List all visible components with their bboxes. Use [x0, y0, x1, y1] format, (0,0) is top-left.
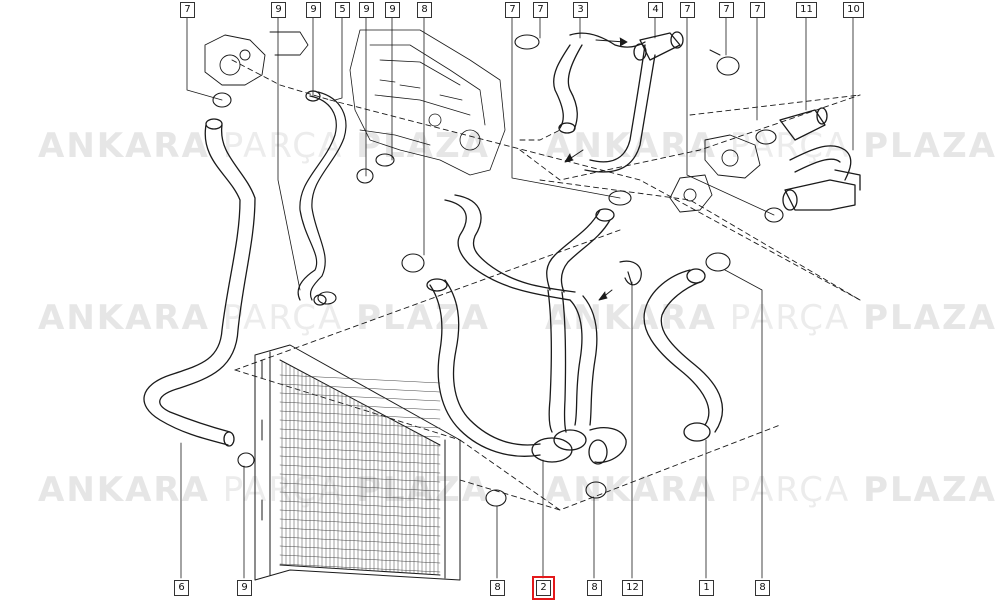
- clip-12: [619, 260, 642, 286]
- callout-top-7e[interactable]: 7: [719, 2, 734, 18]
- callout-top-4[interactable]: 4: [648, 2, 663, 18]
- callout-top-9a[interactable]: 9: [271, 2, 286, 18]
- hose-3: [553, 32, 656, 173]
- hose-2-assembly: [426, 194, 627, 465]
- callout-top-9c[interactable]: 9: [359, 2, 374, 18]
- hose-5: [297, 90, 347, 306]
- hose-6: [143, 118, 256, 447]
- callout-top-7f[interactable]: 7: [750, 2, 765, 18]
- water-outlet: [669, 134, 761, 213]
- callout-top-10[interactable]: 10: [843, 2, 864, 18]
- guide-lines: [231, 59, 861, 511]
- callout-top-11[interactable]: 11: [796, 2, 817, 18]
- engine-block: [349, 29, 506, 176]
- thermostat-housing: [204, 31, 309, 86]
- callout-top-3[interactable]: 3: [573, 2, 588, 18]
- hose-10-11: [779, 107, 861, 211]
- callout-bottom-8c[interactable]: 8: [755, 580, 770, 596]
- callout-top-7d[interactable]: 7: [680, 2, 695, 18]
- watermark-row-3b: ANKARA PARÇA PLAZA: [545, 470, 997, 510]
- callout-top-5[interactable]: 5: [335, 2, 350, 18]
- callout-bottom-6[interactable]: 6: [174, 580, 189, 596]
- callout-top-7b[interactable]: 7: [505, 2, 520, 18]
- hose-1: [643, 268, 724, 442]
- radiator-core: [279, 361, 441, 575]
- callout-top-7c[interactable]: 7: [533, 2, 548, 18]
- leader-lines: [180, 15, 854, 579]
- callout-bottom-12[interactable]: 12: [622, 580, 643, 596]
- callout-top-8[interactable]: 8: [417, 2, 432, 18]
- direction-arrows: [564, 37, 721, 301]
- callout-bottom-1[interactable]: 1: [699, 580, 714, 596]
- callout-top-7a[interactable]: 7: [180, 2, 195, 18]
- callout-top-9d[interactable]: 9: [385, 2, 400, 18]
- hose-4: [633, 31, 684, 61]
- callout-bottom-8a[interactable]: 8: [490, 580, 505, 596]
- callout-top-9b[interactable]: 9: [306, 2, 321, 18]
- radiator: [254, 344, 461, 581]
- callout-bottom-9[interactable]: 9: [237, 580, 252, 596]
- callout-bottom-2-highlighted[interactable]: 2: [532, 576, 555, 600]
- callout-bottom-8b[interactable]: 8: [587, 580, 602, 596]
- hose-clamps: [212, 34, 784, 507]
